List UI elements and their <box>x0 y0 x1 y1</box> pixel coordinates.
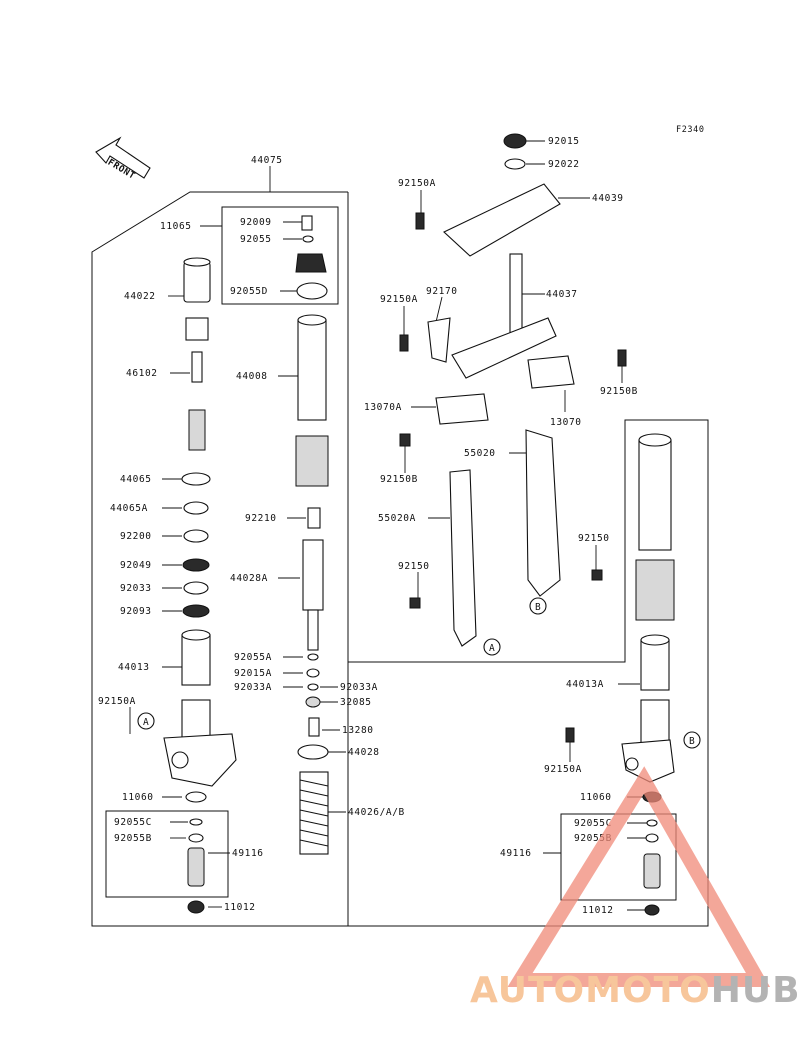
label-44013: 44013 <box>118 662 150 673</box>
right-fork-parts <box>565 433 675 916</box>
label-44013A: 44013A <box>566 679 604 690</box>
callout-a-left: A <box>143 717 149 728</box>
label-92055C-left: 92055C <box>114 817 152 828</box>
label-44008: 44008 <box>236 371 268 382</box>
label-92150B-right: 92150B <box>600 386 638 397</box>
callout-b-left: B <box>535 602 541 613</box>
front-arrow: FRONT <box>95 136 151 182</box>
label-92033: 92033 <box>120 583 152 594</box>
label-44039: 44039 <box>592 193 624 204</box>
label-11012-left: 11012 <box>224 902 256 913</box>
watermark-triangle-logo <box>507 766 771 987</box>
watermark: AUTOMOTOHUB <box>470 766 800 1011</box>
label-92210: 92210 <box>245 513 277 524</box>
label-11060-left: 11060 <box>122 792 154 803</box>
figure-code: F2340 <box>676 125 705 135</box>
label-44028A: 44028A <box>230 573 268 584</box>
label-46102: 46102 <box>126 368 158 379</box>
label-44037: 44037 <box>546 289 578 300</box>
label-92150A-mid: 92150A <box>380 294 418 305</box>
label-92150A-right: 92150A <box>544 764 582 775</box>
label-92033A-left: 92033A <box>234 682 272 693</box>
label-92049: 92049 <box>120 560 152 571</box>
label-92055A: 92055A <box>234 652 272 663</box>
leader-lines <box>129 140 647 911</box>
label-92015A: 92015A <box>234 668 272 679</box>
label-92150B-left: 92150B <box>380 474 418 485</box>
label-11065: 11065 <box>160 221 192 232</box>
label-44065A: 44065A <box>110 503 148 514</box>
label-92170: 92170 <box>426 286 458 297</box>
callout-a-right: A <box>489 643 495 654</box>
label-13280: 13280 <box>342 725 374 736</box>
label-92055D: 92055D <box>230 286 268 297</box>
label-11060-right: 11060 <box>580 792 612 803</box>
label-32085: 32085 <box>340 697 372 708</box>
callout-b-right: B <box>689 736 695 747</box>
label-92055: 92055 <box>240 234 272 245</box>
left-fork-parts <box>163 257 237 914</box>
watermark-text-primary: AUTOMOTO <box>470 970 711 1011</box>
label-92055C-right: 92055C <box>574 818 612 829</box>
label-92150-right: 92150 <box>578 533 610 544</box>
label-49116-left: 49116 <box>232 848 264 859</box>
callout-markers: A A B B <box>137 597 701 749</box>
fork-guards <box>409 429 603 647</box>
label-44022: 44022 <box>124 291 156 302</box>
center-parts <box>295 215 329 855</box>
label-13070: 13070 <box>550 417 582 428</box>
watermark-text-secondary: HUB <box>711 970 800 1011</box>
label-44026: 44026/A/B <box>348 807 405 818</box>
label-92200: 92200 <box>120 531 152 542</box>
label-92150A-top: 92150A <box>398 178 436 189</box>
triple-clamp-parts <box>399 133 627 447</box>
label-49116-right: 49116 <box>500 848 532 859</box>
label-92150A-left: 92150A <box>98 696 136 707</box>
label-92022: 92022 <box>548 159 580 170</box>
label-92055B-right: 92055B <box>574 833 612 844</box>
part-labels: 44075 11065 92009 92055 92055D 44022 461… <box>98 136 638 916</box>
label-92009: 92009 <box>240 217 272 228</box>
label-92015: 92015 <box>548 136 580 147</box>
label-92055B-left: 92055B <box>114 833 152 844</box>
label-55020: 55020 <box>464 448 496 459</box>
label-44075: 44075 <box>251 155 283 166</box>
label-44065: 44065 <box>120 474 152 485</box>
label-92033A-right: 92033A <box>340 682 378 693</box>
label-11012-right: 11012 <box>582 905 614 916</box>
label-92150-left: 92150 <box>398 561 430 572</box>
svg-text:AUTOMOTOHUB: AUTOMOTOHUB <box>470 970 800 1011</box>
label-92093: 92093 <box>120 606 152 617</box>
label-55020A: 55020A <box>378 513 416 524</box>
label-44028: 44028 <box>348 747 380 758</box>
label-13070A: 13070A <box>364 402 402 413</box>
